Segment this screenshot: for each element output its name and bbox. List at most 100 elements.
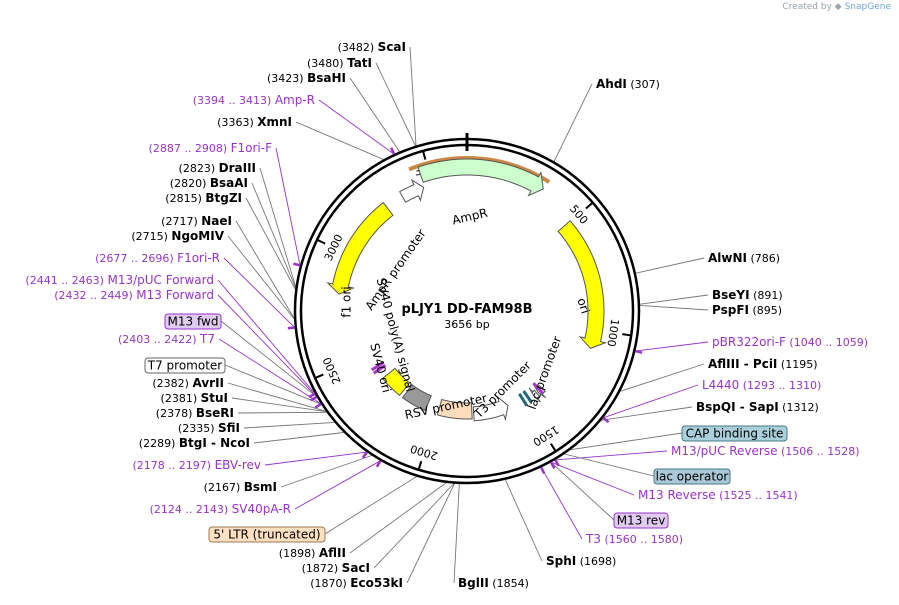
site-position: (2167) [204, 481, 244, 494]
leader-line [504, 479, 543, 562]
site-position: (307) [627, 78, 660, 91]
leader-line [639, 294, 709, 305]
restriction-site: (3423) BsaHI [267, 71, 346, 85]
feature-box-label: M13 fwd [168, 315, 219, 329]
site-name: AlwNI [708, 251, 747, 265]
site-position: (891) [750, 289, 783, 302]
feature-mark [372, 364, 387, 375]
primer-range: (2432 .. 2449) [54, 289, 136, 302]
site-name: ScaI [378, 40, 406, 54]
feature-box [681, 425, 788, 442]
scale-tick [314, 373, 324, 379]
restriction-site: AhdI (307) [596, 77, 660, 91]
feature-ampr [417, 158, 544, 197]
primer-mark [540, 466, 546, 475]
site-name: SfiI [218, 421, 240, 435]
primer-range: (2887 .. 2908) [149, 142, 231, 155]
leader-line [620, 363, 705, 392]
leader-line [564, 453, 655, 477]
primer-label: M13/pUC Reverse (1506 .. 1528) [671, 444, 860, 458]
primer-label: (2124 .. 2143) SV40pA-R [150, 502, 291, 516]
ampr-primer-arc [408, 156, 551, 184]
site-name: SphI [546, 554, 576, 568]
site-position: (3480) [307, 57, 347, 70]
restriction-site: (2382) AvrII [152, 376, 224, 390]
primer-mark [310, 395, 318, 402]
primer-label: (2178 .. 2197) EBV-rev [133, 458, 262, 472]
primer-mark [287, 326, 295, 330]
primer-name: L4440 [702, 378, 739, 392]
restriction-site: (3482) ScaI [338, 40, 406, 54]
restriction-site: (2820) BsaAI [170, 176, 248, 190]
primer-name: M13/pUC Forward [107, 273, 214, 287]
primer-name: F1ori-R [177, 251, 220, 265]
restriction-site: SphI (1698) [546, 554, 616, 568]
primer-label: L4440 (1293 .. 1310) [702, 378, 821, 392]
site-name: BsaAI [210, 176, 248, 190]
feature-ltr [436, 398, 473, 420]
leader-line [570, 432, 683, 451]
scale-tick [550, 443, 557, 452]
leader-line [318, 99, 395, 155]
leader-line [275, 147, 301, 266]
leader-line [253, 432, 344, 444]
feature-sv40-poly-a-signal [401, 384, 432, 412]
leader-line [601, 406, 693, 421]
primer-mark [308, 392, 316, 399]
feature-label: AmpR promoter [363, 227, 429, 313]
scale-tick [585, 201, 594, 210]
site-position: (3363) [217, 116, 257, 129]
feature-box-label: CAP binding site [686, 427, 784, 441]
site-position: (1195) [777, 358, 817, 371]
restriction-site: (1870) Eco53kI [310, 576, 403, 590]
feature-box [144, 357, 226, 374]
site-name: BspQI - SapI [696, 400, 779, 414]
leader-line [237, 411, 327, 414]
scale-tick [422, 150, 427, 160]
site-position: (2717) [161, 215, 201, 228]
feature-ampr-promoter [399, 178, 425, 203]
feature-label: ori [574, 296, 592, 315]
primer-label: T3 (1560 .. 1580) [585, 532, 683, 546]
primer-name: M13 Reverse [638, 488, 716, 502]
primer-range: (2441 .. 2463) [25, 274, 107, 287]
site-position: (2715) [131, 230, 171, 243]
primer-label: (2887 .. 2908) F1ori-F [149, 141, 273, 155]
restriction-site: AlwNI (786) [708, 251, 780, 265]
leader-line [550, 461, 615, 521]
leader-line [231, 397, 327, 413]
scale-tick-label: 1000 [604, 318, 621, 348]
leader-line [349, 482, 447, 554]
leader-line [555, 450, 668, 461]
leader-line [264, 451, 367, 466]
leader-line [280, 455, 372, 488]
site-position: (2289) [139, 437, 179, 450]
site-position: (895) [749, 304, 782, 317]
scale-tick-label: 2500 [320, 355, 343, 386]
restriction-site: (1872) SacI [302, 561, 370, 575]
leader-line [409, 46, 417, 146]
leader-line [251, 182, 297, 289]
leader-line [218, 338, 322, 405]
leader-line [349, 77, 400, 152]
leader-line [406, 483, 455, 584]
feature-mark [532, 382, 544, 395]
restriction-site: AflIII - PciI (1195) [708, 357, 817, 371]
leader-line [294, 460, 381, 510]
scale-tick [622, 333, 632, 337]
feature-box [653, 468, 731, 485]
site-name: Eco53kI [350, 576, 403, 590]
feature-ori [557, 220, 608, 349]
feature-box [613, 512, 669, 529]
primer-name: M13/pUC Reverse [671, 444, 778, 458]
leader-line [453, 483, 460, 584]
leader-line [639, 304, 709, 311]
site-position: (3482) [338, 41, 378, 54]
leader-line [245, 197, 296, 290]
leader-lines [217, 46, 709, 584]
site-name: AflIII - PciI [708, 357, 777, 371]
credit-brand: SnapGene [844, 2, 891, 12]
site-position: (2820) [170, 177, 210, 190]
restriction-site: (2167) BsmI [204, 480, 277, 494]
site-name: BseYI [712, 288, 750, 302]
